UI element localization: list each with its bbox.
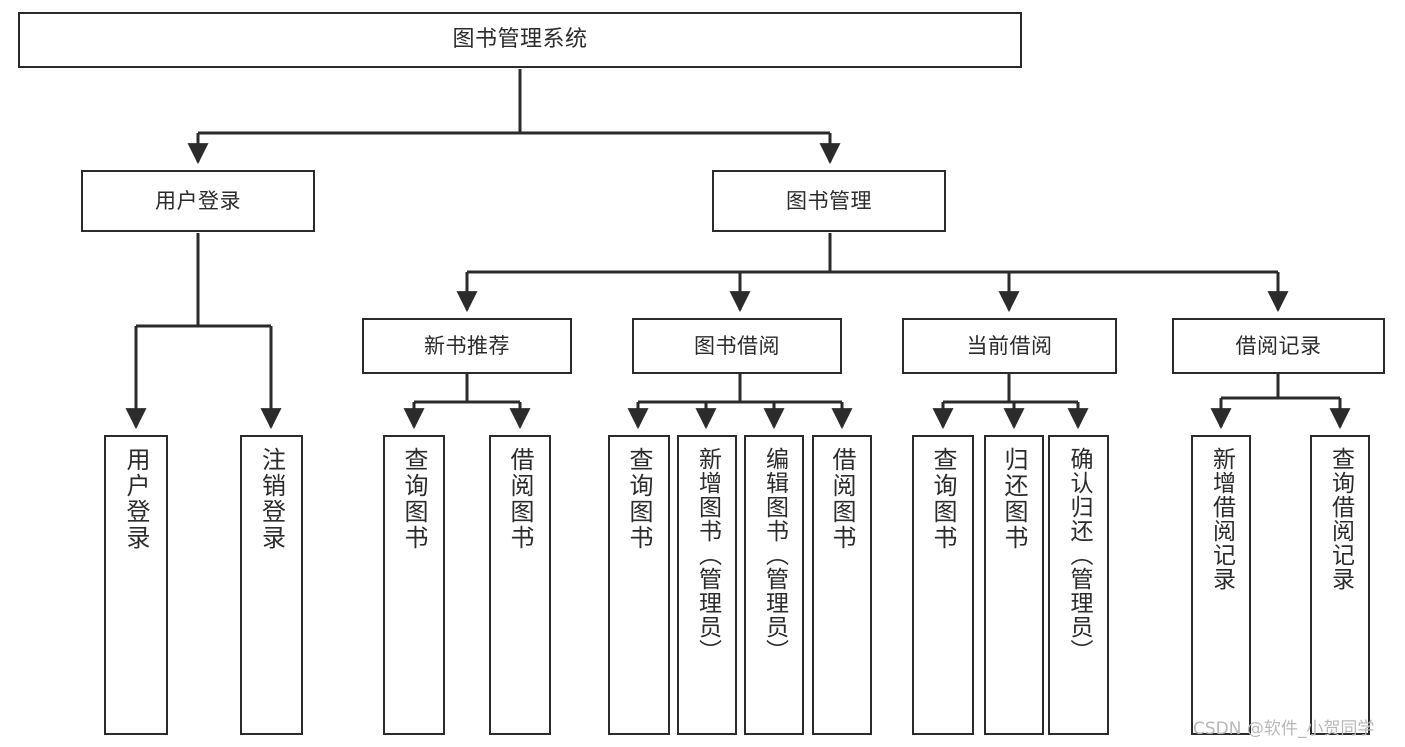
- node-new-book-recommend[interactable]: 新书推荐: [362, 318, 572, 374]
- node-leaf-logout-login[interactable]: 注销登录: [240, 435, 303, 735]
- node-label: 新书推荐: [424, 333, 510, 358]
- node-label: 当前借阅: [966, 333, 1053, 358]
- node-current-borrow[interactable]: 当前借阅: [902, 318, 1117, 374]
- node-root-book-management-system[interactable]: 图书管理系统: [18, 12, 1022, 68]
- node-leaf-query-record[interactable]: 查询借阅记录: [1310, 435, 1370, 735]
- node-leaf-borrow-book-2[interactable]: 借阅图书: [812, 435, 872, 735]
- node-leaf-add-book[interactable]: 新增图书（管理员）: [677, 435, 737, 735]
- node-label: 确认归还（管理员）: [1066, 447, 1092, 663]
- node-label: 图书借阅: [694, 333, 780, 358]
- node-label: 图书管理: [786, 188, 872, 213]
- node-label: 查询图书: [929, 447, 957, 551]
- node-label: 归还图书: [1000, 447, 1028, 551]
- node-book-borrow[interactable]: 图书借阅: [632, 318, 842, 374]
- node-label: 用户登录: [155, 188, 241, 213]
- node-label: 新增借阅记录: [1208, 447, 1235, 591]
- node-label: 新增图书（管理员）: [694, 447, 721, 663]
- node-leaf-query-book-3[interactable]: 查询图书: [912, 435, 974, 735]
- node-label: 编辑图书（管理员）: [761, 447, 788, 663]
- node-leaf-user-login[interactable]: 用户登录: [104, 435, 168, 735]
- node-user-login[interactable]: 用户登录: [81, 170, 315, 232]
- node-label: 注销登录: [257, 447, 286, 551]
- node-label: 查询图书: [400, 447, 428, 551]
- node-leaf-borrow-book-1[interactable]: 借阅图书: [489, 435, 551, 735]
- node-label: 图书管理系统: [452, 27, 588, 53]
- node-label: 用户登录: [122, 447, 150, 551]
- node-leaf-query-book-2[interactable]: 查询图书: [608, 435, 670, 735]
- node-label: 借阅记录: [1235, 333, 1322, 358]
- node-book-management[interactable]: 图书管理: [712, 170, 946, 232]
- node-borrow-record[interactable]: 借阅记录: [1172, 318, 1385, 374]
- node-leaf-query-book-1[interactable]: 查询图书: [383, 435, 445, 735]
- node-leaf-edit-book[interactable]: 编辑图书（管理员）: [744, 435, 804, 735]
- node-leaf-return-book[interactable]: 归还图书: [984, 435, 1044, 735]
- node-label: 查询借阅记录: [1327, 447, 1354, 591]
- node-label: 借阅图书: [828, 447, 856, 551]
- node-label: 查询图书: [625, 447, 653, 551]
- node-label: 借阅图书: [506, 447, 534, 551]
- node-leaf-add-record[interactable]: 新增借阅记录: [1191, 435, 1251, 735]
- node-leaf-confirm-return[interactable]: 确认归还（管理员）: [1048, 435, 1109, 735]
